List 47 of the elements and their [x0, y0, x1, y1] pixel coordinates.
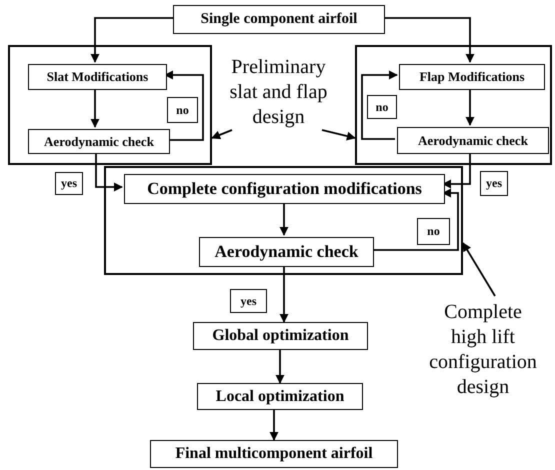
group-frame	[104, 166, 463, 275]
edge-label: no	[167, 97, 198, 123]
edge-label: no	[417, 218, 450, 245]
process-box	[173, 5, 385, 34]
leader-arrow	[211, 129, 232, 140]
arrow	[280, 265, 288, 323]
arrow	[95, 152, 123, 192]
box-text: Final multicomponent airfoil	[175, 445, 373, 463]
leader-arrow	[322, 129, 356, 140]
leader-arrow	[462, 242, 496, 296]
arrow	[442, 152, 471, 188]
process-box	[124, 174, 445, 204]
arrow	[270, 410, 278, 441]
arrow	[90, 88, 100, 128]
box-text: Single component airfoil	[200, 11, 358, 28]
process-box	[397, 127, 549, 154]
process-box	[199, 237, 374, 267]
edge-label: yes	[55, 172, 83, 195]
arrow	[385, 17, 474, 63]
arrow	[90, 17, 173, 63]
annotation-text: Preliminary slat and flap design	[228, 55, 328, 130]
process-box	[197, 383, 363, 410]
group-frame	[355, 45, 552, 165]
process-box	[150, 440, 398, 468]
process-box	[399, 64, 545, 90]
box-text: Slat Modifications	[46, 69, 148, 85]
group-frame	[8, 45, 212, 165]
process-box	[28, 64, 167, 90]
arrow	[361, 70, 398, 140]
process-box	[28, 129, 170, 154]
box-text: Aerodynamic check	[214, 242, 358, 262]
box-text: Complete configuration modifications	[147, 179, 422, 199]
box-text: Local optimization	[216, 388, 344, 406]
edge-label: yes	[230, 289, 267, 313]
box-text: Aerodynamic check	[44, 134, 154, 150]
arrow	[276, 350, 284, 384]
annotation-text: Complete high lift configuration design	[429, 300, 537, 400]
box-text: Flap Modifications	[419, 69, 525, 85]
process-box	[193, 322, 368, 350]
edge-label: no	[367, 95, 397, 119]
box-text: Global optimization	[212, 327, 349, 345]
arrow	[466, 88, 474, 126]
arrow	[164, 70, 204, 141]
box-text: Aerodynamic check	[418, 132, 528, 148]
arrow	[280, 202, 288, 236]
edge-label: yes	[480, 171, 508, 196]
arrow	[372, 188, 459, 251]
